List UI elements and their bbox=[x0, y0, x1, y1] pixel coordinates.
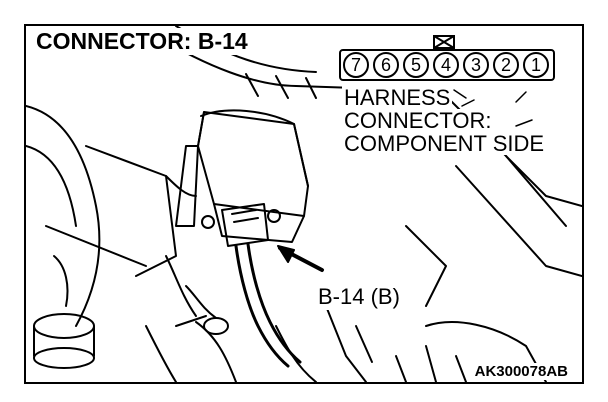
harness-label-line3: COMPONENT SIDE bbox=[342, 131, 547, 156]
pin-2-circle bbox=[493, 52, 519, 78]
pin-6-circle bbox=[373, 52, 399, 78]
bolt-right bbox=[267, 209, 281, 223]
pin-2-label: 2 bbox=[501, 55, 511, 75]
pin-1-label: 1 bbox=[531, 55, 541, 75]
pin-3-label: 3 bbox=[471, 55, 481, 75]
pin-6-label: 6 bbox=[381, 55, 391, 75]
hose-clamp bbox=[33, 313, 95, 339]
pin-3-circle bbox=[463, 52, 489, 78]
left-hose bbox=[26, 105, 101, 327]
pin-1-circle bbox=[523, 52, 549, 78]
pin-7-label: 7 bbox=[351, 55, 361, 75]
pin-4-circle bbox=[433, 52, 459, 78]
wire-harness bbox=[234, 244, 290, 368]
bolt-left bbox=[201, 215, 215, 229]
harness-label-line2: CONNECTOR: bbox=[342, 108, 494, 133]
connector-title: CONNECTOR: B-14 bbox=[32, 28, 252, 55]
harness-connector-label: HARNESS CONNECTOR: COMPONENT SIDE bbox=[342, 85, 547, 156]
pin-7-circle bbox=[343, 52, 369, 78]
harness-label-line1: HARNESS bbox=[342, 85, 453, 110]
connector-body bbox=[221, 203, 269, 247]
pin-5-circle bbox=[403, 52, 429, 78]
pin-4-label: 4 bbox=[441, 55, 451, 75]
pin-5-label: 5 bbox=[411, 55, 421, 75]
figure-code: AK300078AB bbox=[472, 363, 570, 380]
component-box bbox=[197, 111, 309, 217]
connector-callout-label: B-14 (B) bbox=[316, 284, 402, 310]
